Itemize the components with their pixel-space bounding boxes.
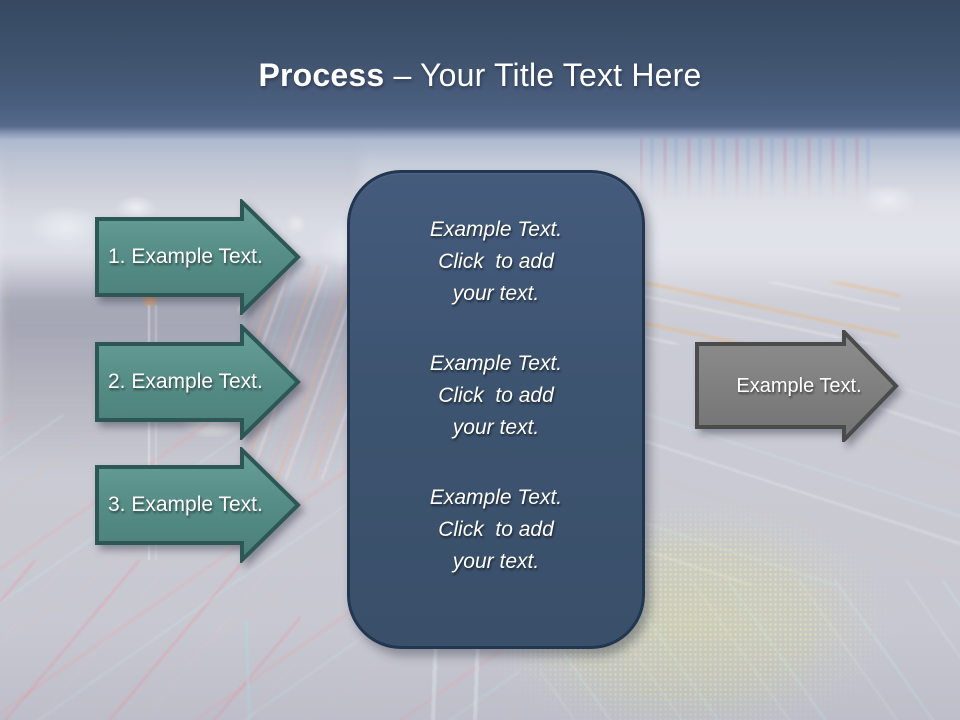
step-1-label: 1. Example Text.	[108, 245, 263, 268]
header-band	[0, 0, 960, 140]
output-arrow-icon	[695, 330, 899, 442]
step-arrow-icon	[95, 324, 301, 440]
paragraph-line: Example Text.	[429, 218, 563, 241]
title-rest: – Your Title Text Here	[384, 56, 702, 93]
paragraph-line: your text.	[452, 550, 540, 573]
paragraph-line: Click to add	[438, 384, 554, 407]
center-box-paragraph[interactable]: Example Text. Click to add your text.	[430, 214, 562, 310]
paragraph-line: Example Text.	[429, 486, 563, 509]
paragraph-line: Click to add	[438, 518, 554, 541]
step-3-arrow[interactable]: 3. Example Text.	[94, 447, 302, 563]
light-trail-vertical-cyan	[240, 620, 266, 720]
output-arrow-label: Example Text.	[736, 374, 862, 397]
output-arrow[interactable]: Example Text.	[694, 330, 900, 442]
step-arrow-icon	[95, 447, 301, 563]
light-trail-bottom-left	[0, 560, 300, 720]
paragraph-line: your text.	[452, 282, 540, 305]
paragraph-line: Click to add	[438, 250, 554, 273]
title-emphasis: Process	[258, 56, 385, 93]
paragraph-line: your text.	[452, 416, 540, 439]
paragraph-line: Example Text.	[429, 352, 563, 375]
step-arrow-icon	[95, 199, 301, 315]
step-2-arrow[interactable]: 2. Example Text.	[94, 324, 302, 440]
title-bar: Process – Your Title Text Here	[0, 0, 960, 136]
step-3-label: 3. Example Text.	[108, 493, 263, 516]
step-1-arrow[interactable]: 1. Example Text.	[94, 199, 302, 315]
center-box-paragraph[interactable]: Example Text. Click to add your text.	[430, 482, 562, 578]
page-title[interactable]: Process – Your Title Text Here	[258, 43, 701, 94]
center-text-box[interactable]: Example Text. Click to add your text. Ex…	[347, 170, 645, 649]
step-2-label: 2. Example Text.	[108, 370, 263, 393]
center-box-paragraph[interactable]: Example Text. Click to add your text.	[430, 348, 562, 444]
light-trail-orange	[600, 282, 900, 344]
